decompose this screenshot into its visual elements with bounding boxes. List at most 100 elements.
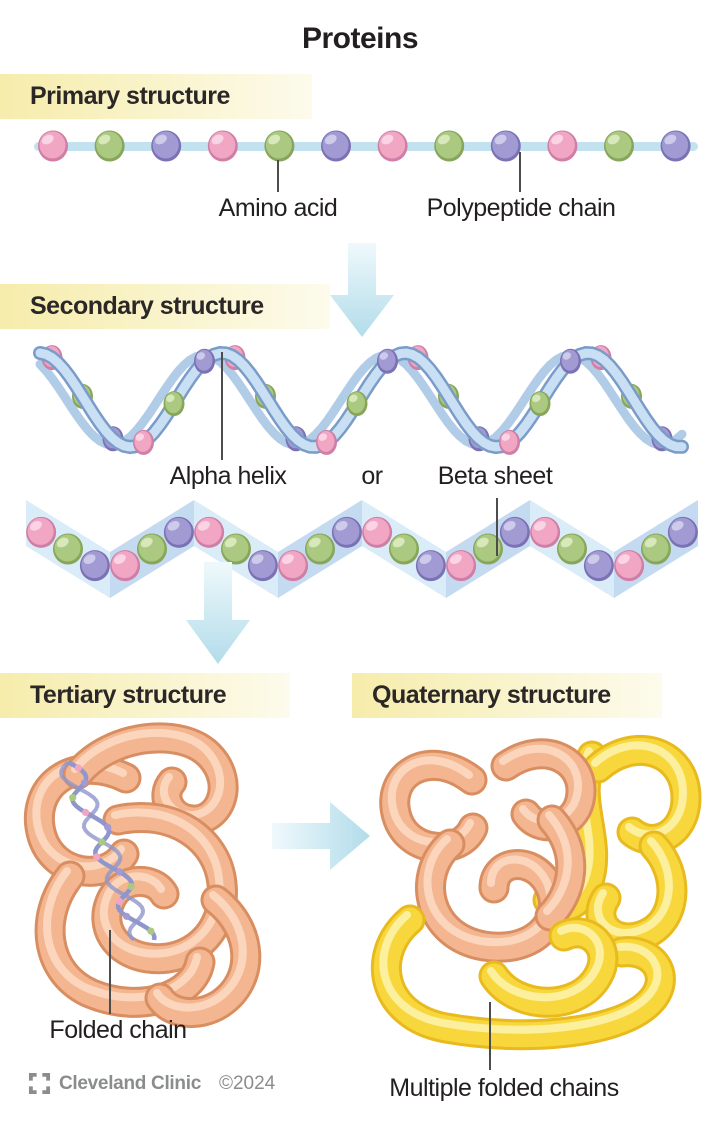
down-arrow-icon	[330, 243, 394, 337]
amino-acid-bead-pink	[38, 130, 68, 162]
amino-acid-bead-purple	[667, 516, 698, 548]
amino-acid-bead-green	[264, 130, 295, 162]
multiple-folded-chains-caption: Multiple folded chains	[389, 1074, 619, 1102]
section-label-secondary: Secondary structure	[0, 284, 330, 329]
amino-acid-bead-purple	[490, 130, 521, 162]
orange-tube	[534, 804, 587, 932]
amino-acid-bead-pink	[110, 550, 141, 582]
amino-acid-bead-pink	[499, 429, 520, 455]
amino-acid-bead-green	[529, 391, 551, 417]
amino-acid-bead-pink	[446, 550, 477, 582]
mini-bead	[98, 838, 106, 846]
mini-bead	[127, 883, 135, 891]
amino-acid-bead-purple	[163, 516, 194, 548]
down-arrow-shape	[330, 243, 394, 337]
page-title: Proteins	[301, 22, 419, 55]
mini-bead	[104, 823, 112, 831]
amino-acid-bead-green	[94, 130, 125, 162]
amino-acid-bead-pink	[316, 429, 337, 455]
mini-bead	[74, 764, 82, 772]
orange-tube	[415, 828, 569, 963]
multiple-folded-chain-tubes	[371, 734, 702, 1051]
amino-acid-bead-purple	[660, 130, 691, 162]
amino-acid-bead-purple	[415, 550, 446, 582]
section-label-quaternary: Quaternary structure	[352, 673, 662, 718]
or-label: or	[361, 462, 383, 490]
beta-sheet-label: Beta sheet	[437, 462, 553, 490]
amino-acid-bead-pink	[530, 516, 561, 548]
amino-acid-bead-pink	[614, 550, 645, 582]
amino-acid-bead-purple	[560, 348, 581, 374]
down-arrow-icon	[186, 562, 250, 664]
secondary-structure-label: Secondary structure	[30, 292, 264, 320]
amino-acid-bead-green	[641, 533, 671, 565]
alpha-helix-label: Alpha helix	[169, 462, 287, 490]
amino-acid-bead-green	[557, 533, 587, 565]
quaternary-structure-illustration	[371, 734, 702, 1051]
amino-acid-bead-pink	[547, 130, 578, 162]
alpha-helix-illustration	[33, 345, 689, 455]
amino-acid-bead-pink	[133, 429, 154, 455]
brand-name: Cleveland Clinic	[59, 1072, 201, 1094]
yellow-tube	[585, 830, 688, 954]
polypeptide-leader-line	[519, 152, 521, 192]
orange-tube	[91, 801, 238, 975]
amino-acid-bead-pink	[362, 516, 393, 548]
yellow-tube	[582, 734, 702, 855]
amino-acid-bead-green	[346, 391, 368, 417]
amino-acid-bead-purple	[79, 550, 110, 582]
mini-bead	[147, 927, 155, 935]
quaternary-structure-label: Quaternary structure	[372, 681, 611, 709]
amino-acid-bead-purple	[247, 550, 278, 582]
helix-front-beads	[133, 348, 581, 455]
mini-bead	[123, 912, 131, 920]
amino-acid-bead-green	[221, 533, 251, 565]
primary-chain-illustration	[34, 130, 698, 162]
amino-acid-bead-pink	[194, 516, 225, 548]
cleveland-clinic-logo-icon	[28, 1072, 51, 1095]
primary-structure-label: Primary structure	[30, 82, 230, 110]
section-label-primary: Primary structure	[0, 74, 312, 119]
beta-sheet-illustration	[26, 500, 698, 598]
mini-bead	[93, 853, 101, 861]
amino-acid-bead-green	[434, 130, 465, 162]
multiple-folded-chains-leader-line	[489, 1002, 491, 1070]
down-arrow-shape	[186, 562, 250, 664]
folded-chain-tubes	[23, 722, 262, 1029]
tertiary-structure-illustration	[23, 722, 262, 1029]
copyright: ©2024	[218, 1072, 276, 1094]
right-arrow-icon	[272, 802, 370, 870]
amino-acid-bead-purple	[499, 516, 530, 548]
mini-bead	[80, 779, 89, 787]
right-arrow-shape	[272, 802, 370, 870]
mini-bead	[82, 808, 90, 816]
amino-acid-leader-line	[277, 160, 279, 192]
amino-acid-label: Amino acid	[218, 194, 338, 222]
amino-acid-bead-purple	[583, 550, 614, 582]
amino-acid-bead-green	[604, 130, 634, 162]
amino-acid-bead-purple	[321, 130, 351, 162]
amino-acid-bead-green	[473, 533, 503, 565]
amino-acid-bead-pink	[278, 550, 309, 582]
mini-bead	[115, 868, 123, 876]
mini-bead	[115, 897, 123, 905]
polypeptide-chain-label: Polypeptide chain	[426, 194, 616, 222]
amino-acid-bead-pink	[26, 516, 57, 548]
amino-acid-bead-pink	[377, 130, 408, 162]
footer: Cleveland Clinic ©2024	[28, 1072, 275, 1095]
beta-sheet-leader-line	[496, 498, 498, 556]
folded-chain-leader-line	[109, 930, 111, 1014]
amino-acid-bead-green	[163, 391, 185, 417]
amino-acid-bead-purple	[151, 130, 182, 162]
amino-acid-bead-green	[389, 533, 419, 565]
amino-acid-bead-purple	[377, 348, 398, 374]
folded-chain-caption: Folded chain	[49, 1016, 187, 1044]
amino-acid-bead-green	[305, 533, 335, 565]
helix-ribbon-overlay	[59, 760, 157, 942]
section-label-tertiary: Tertiary structure	[0, 673, 290, 718]
orange-tube	[144, 884, 262, 1029]
amino-acid-bead-purple	[331, 516, 362, 548]
alpha-helix-leader-line	[221, 352, 223, 460]
orange-tube	[34, 860, 216, 1018]
